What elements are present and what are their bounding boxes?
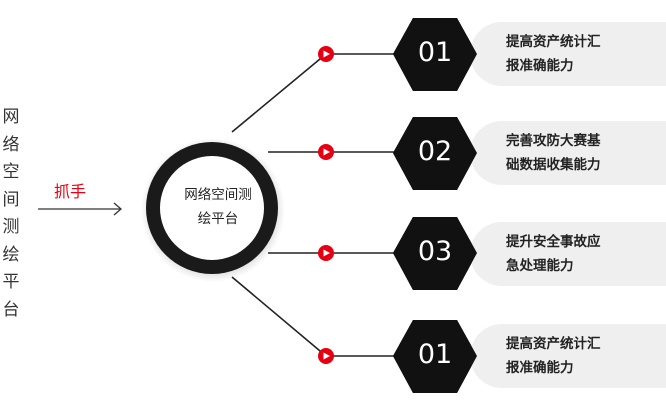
branch-text-4-line1: 提高资产统计汇 — [506, 336, 601, 352]
branch-card-4 — [470, 324, 666, 388]
branch-number-3: 03 — [417, 236, 453, 267]
side-title-char: 测 — [2, 217, 20, 237]
branch-text-2-line2: 础数据收集能力 — [506, 157, 601, 173]
branch-text-3-line2: 急处理能力 — [506, 258, 574, 274]
branch-text-2: 完善攻防大赛基 础数据收集能力 — [506, 129, 646, 177]
branch-text-1: 提高资产统计汇 报准确能力 — [506, 30, 646, 78]
branch-number-4: 01 — [417, 339, 453, 370]
branch-text-2-line1: 完善攻防大赛基 — [506, 133, 601, 149]
side-title-char: 网 — [2, 107, 20, 127]
connector-4 — [231, 276, 327, 357]
input-arrow-head — [113, 202, 122, 216]
hub-label-line2: 绘平台 — [197, 211, 239, 227]
side-title-char: 间 — [2, 189, 20, 210]
branch-text-1-line2: 报准确能力 — [506, 58, 574, 74]
play-marker-2 — [318, 144, 334, 160]
side-title-char: 绘 — [2, 244, 20, 265]
connector-1 — [231, 53, 327, 133]
hub-label-line1: 网络空间测 — [184, 187, 252, 203]
branch-number-2: 02 — [417, 136, 453, 167]
branch-card-1 — [470, 22, 666, 86]
action-label: 抓手 — [54, 182, 87, 201]
branch-text-3: 提升安全事故应 急处理能力 — [506, 230, 646, 278]
play-marker-3 — [318, 245, 334, 261]
branch-text-1-line1: 提高资产统计汇 — [506, 34, 601, 50]
branch-text-3-line1: 提升安全事故应 — [506, 234, 601, 250]
branch-text-4: 提高资产统计汇 报准确能力 — [506, 332, 646, 380]
hub-inner — [160, 156, 264, 260]
play-marker-4 — [318, 348, 334, 364]
side-title-char: 台 — [2, 299, 20, 320]
branch-text-4-line2: 报准确能力 — [506, 360, 574, 376]
branch-card-2 — [470, 121, 666, 185]
side-title: 网 络 空 间 测 绘 平 台 — [0, 104, 22, 324]
branch-number-1: 01 — [417, 37, 453, 68]
hub-label: 网络空间测 绘平台 — [168, 183, 268, 231]
play-marker-1 — [318, 46, 334, 62]
branch-card-3 — [470, 222, 666, 286]
side-title-char: 空 — [2, 162, 20, 182]
side-title-char: 平 — [2, 272, 20, 292]
side-title-char: 络 — [2, 134, 20, 155]
